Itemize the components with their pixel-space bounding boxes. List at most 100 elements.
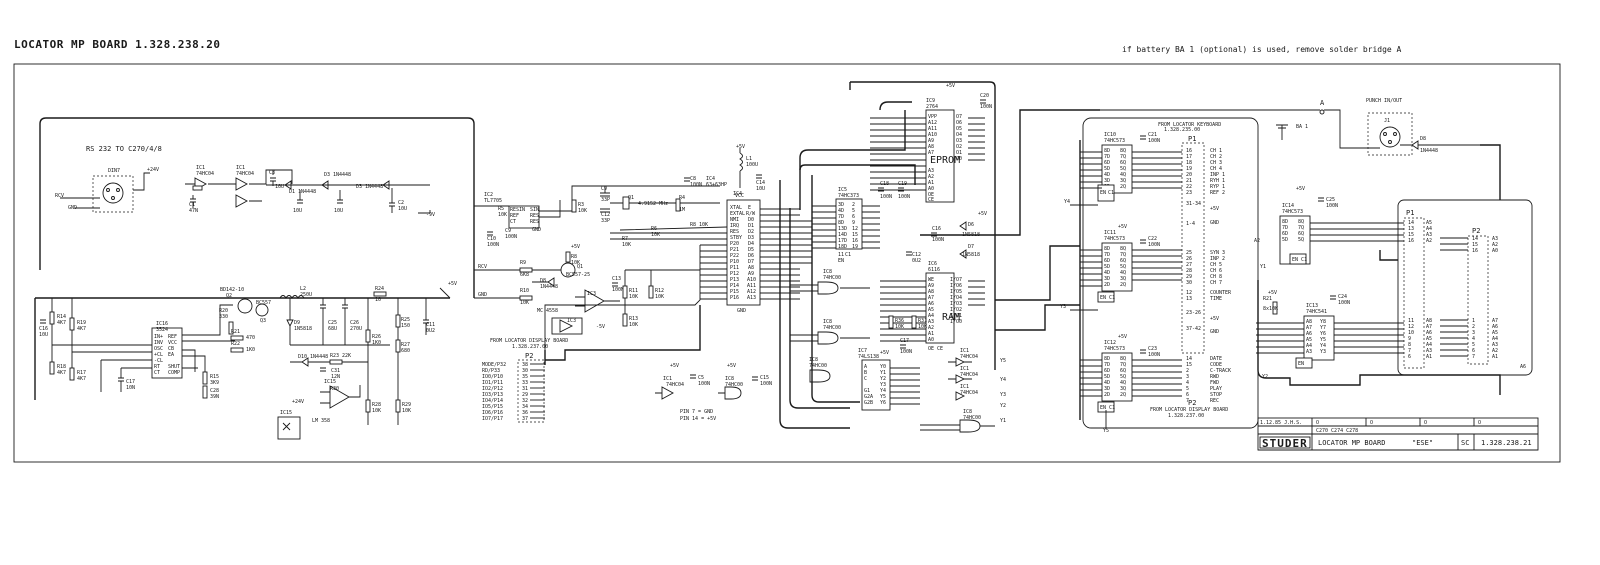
svg-text:XTAL: XTAL: [730, 205, 742, 211]
p2-right-pin: 16: [1472, 248, 1478, 254]
ic12-chip: [1101, 352, 1133, 402]
svg-text:3K9: 3K9: [210, 380, 219, 386]
svg-text:A3: A3: [928, 168, 934, 174]
svg-text:R/W: R/W: [746, 211, 756, 217]
svg-text:10: 10: [375, 297, 381, 303]
svg-text:5Q: 5Q: [1120, 374, 1126, 380]
y3-label: Y3: [1000, 392, 1006, 398]
svg-text:R11: R11: [629, 288, 638, 294]
svg-text:+24V: +24V: [292, 399, 304, 405]
port-pin-number: 34: [522, 404, 528, 410]
svg-text:470: 470: [246, 335, 255, 341]
svg-text:O: O: [1478, 420, 1481, 426]
svg-text:IC3: IC3: [567, 318, 576, 324]
p2-right-signal: A3: [1492, 342, 1498, 348]
svg-text:D1 1N4448: D1 1N4448: [289, 189, 316, 195]
port-pin-number: 38: [522, 362, 528, 368]
p1-right-pin: 6: [1408, 354, 1411, 360]
svg-text:EXTAL: EXTAL: [730, 211, 745, 217]
svg-text:63+63HP: 63+63HP: [706, 182, 727, 188]
svg-text:IC8: IC8: [725, 376, 734, 382]
svg-text:C14: C14: [756, 180, 765, 186]
svg-text:74HC00: 74HC00: [823, 275, 841, 281]
svg-text:4K7: 4K7: [57, 320, 66, 326]
svg-text:Y4: Y4: [880, 388, 886, 394]
svg-text:5Q: 5Q: [1120, 166, 1126, 172]
svg-text:7Q: 7Q: [1298, 225, 1304, 231]
p2-right-signal: A6: [1492, 324, 1498, 330]
svg-text:REF: REF: [168, 334, 177, 340]
svg-text:D7: D7: [968, 244, 974, 250]
svg-text:C19: C19: [898, 181, 907, 187]
svg-text:1N4448: 1N4448: [1420, 148, 1438, 154]
svg-text:G2B: G2B: [864, 400, 873, 406]
svg-text:D3: D3: [748, 235, 754, 241]
p1-right-pin: 13: [1408, 226, 1414, 232]
ic5-label: IC5: [838, 187, 847, 193]
p1-signal-label: RWD: [1210, 374, 1219, 380]
svg-text:D10 1N4448: D10 1N4448: [298, 354, 328, 360]
ic16-label: IC16: [156, 321, 168, 327]
svg-text:WE: WE: [928, 277, 934, 283]
svg-text:C11: C11: [426, 322, 435, 328]
svg-text:RES: RES: [530, 213, 539, 219]
p1-pin-number: 15: [1186, 362, 1192, 368]
port-pin-number: 33: [522, 380, 528, 386]
svg-text:5D: 5D: [1104, 166, 1110, 172]
punch-label: PUNCH IN/OUT: [1366, 98, 1402, 104]
svg-text:8D: 8D: [838, 220, 844, 226]
p1-pin-number: 23: [1186, 190, 1192, 196]
svg-text:IC1: IC1: [663, 376, 672, 382]
p1-pin-number: 20: [1186, 172, 1192, 178]
svg-text:10U: 10U: [293, 208, 302, 214]
p1-signal-label: INP 1: [1210, 172, 1225, 178]
y5-io: Y5: [1103, 428, 1109, 434]
svg-text:330: 330: [219, 314, 228, 320]
svg-text:O6: O6: [956, 120, 962, 126]
svg-text:O5: O5: [956, 126, 962, 132]
svg-text:8D: 8D: [1282, 219, 1288, 225]
svg-text:12N: 12N: [331, 374, 340, 380]
p1-right-signal: A4: [1426, 226, 1432, 232]
svg-text:VCC: VCC: [168, 340, 177, 346]
svg-text:74HC00: 74HC00: [963, 415, 981, 421]
svg-text:2Q: 2Q: [1120, 392, 1126, 398]
title-block-sc: SC: [1461, 439, 1469, 447]
p2-right-pin: 6: [1472, 348, 1475, 354]
svg-text:C2: C2: [398, 200, 404, 206]
battery-note: if battery BA 1 (optional) is used, remo…: [1122, 45, 1402, 54]
svg-text:5D: 5D: [1282, 237, 1288, 243]
bc557-label: BC557-25: [566, 272, 590, 278]
svg-text:Y5: Y5: [880, 394, 886, 400]
svg-text:+5V: +5V: [1118, 224, 1127, 230]
gnd-label-rs: GND: [68, 205, 77, 211]
svg-text:P16: P16: [730, 295, 739, 301]
svg-text:74HC04: 74HC04: [666, 382, 684, 388]
p1-pin-number: 2: [1186, 368, 1189, 374]
svg-text:10K: 10K: [651, 232, 660, 238]
p1-right-pin: 8: [1408, 342, 1411, 348]
svg-text:C25: C25: [1326, 197, 1335, 203]
svg-text:C12: C12: [912, 252, 921, 258]
p1-pin-number: 7: [1186, 398, 1189, 404]
ic7-chip: [861, 359, 891, 411]
ic13-chip: [1303, 315, 1335, 361]
p1-pin-number: 6: [1186, 392, 1189, 398]
studer-logo: STUDER: [1262, 437, 1308, 450]
p1-signal-label: SYN 3: [1210, 250, 1225, 256]
svg-text:100N: 100N: [1326, 203, 1338, 209]
p1-signal-label: INP 2: [1210, 256, 1225, 262]
port-signal-label: IO6/P16: [482, 410, 503, 416]
svg-text:Y8: Y8: [1320, 319, 1326, 325]
svg-text:NMI: NMI: [730, 217, 739, 223]
svg-text:100N: 100N: [1338, 300, 1350, 306]
p1-gnd-label: GND: [1210, 220, 1219, 226]
svg-text:8D: 8D: [1104, 148, 1110, 154]
svg-text:1N5818: 1N5818: [962, 252, 980, 258]
plus5v-label-psu: +5V: [448, 281, 457, 287]
from-display-left: FROM LOCATOR DISPLAY BOARD: [490, 338, 568, 344]
svg-text:Y7: Y7: [1320, 325, 1326, 331]
